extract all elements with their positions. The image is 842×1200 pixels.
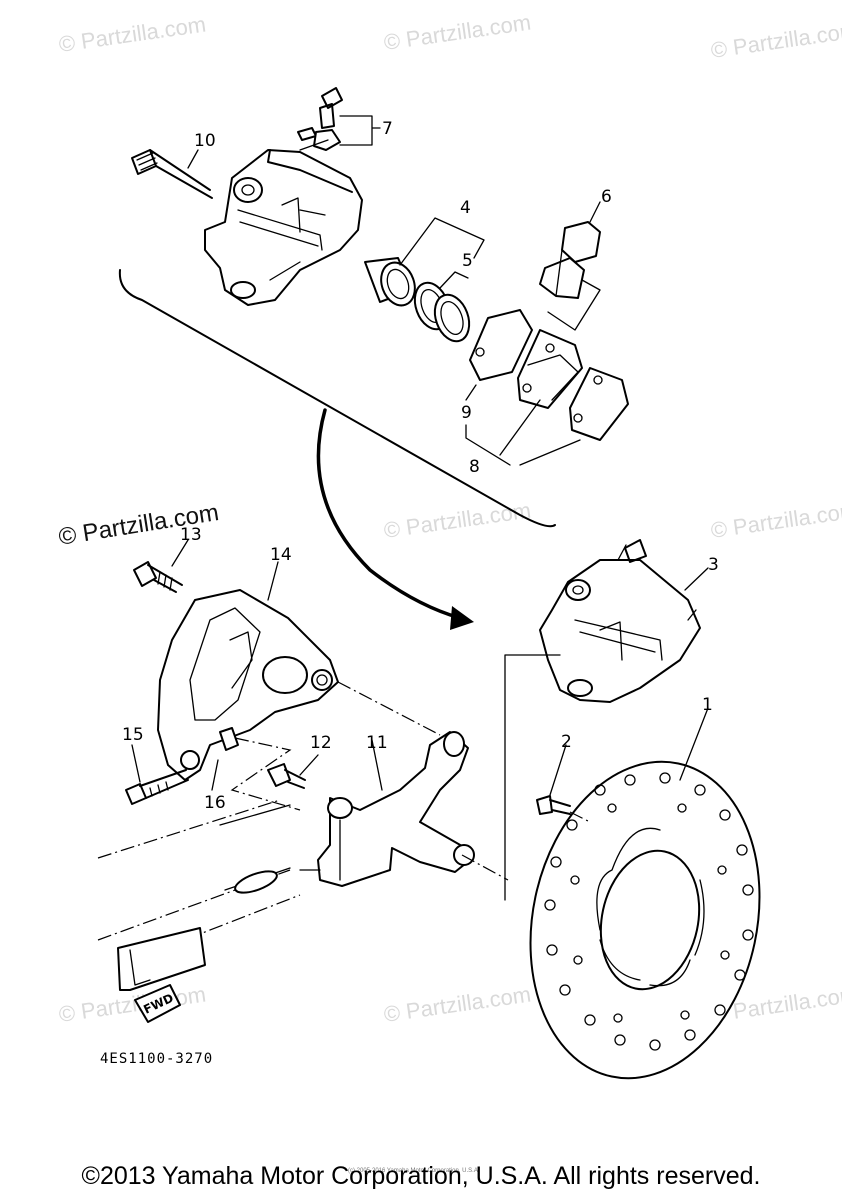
- bolt-15: [125, 769, 189, 805]
- callout-12: 12: [310, 733, 332, 753]
- leader-line: [171, 539, 189, 567]
- leader-line: [679, 707, 709, 781]
- torque-arm-11: [299, 731, 475, 887]
- leader-line: [547, 201, 601, 331]
- watermark-text: © Partzilla.com: [709, 18, 842, 63]
- callout-14: 14: [270, 545, 292, 565]
- leader-line: [131, 744, 141, 783]
- callout-13: 13: [180, 525, 202, 545]
- bleed-screw-7: [297, 87, 343, 151]
- alignment-lines: [230, 654, 591, 901]
- callouts: 1 2 3 4 5 6 7 8 9 10 11 12 13 14 15 16: [122, 119, 719, 813]
- upper-group-frame: [118, 269, 556, 528]
- disc-holes: [544, 772, 754, 1051]
- leader-bracket-8-9: [465, 384, 581, 466]
- leader-line: [371, 739, 383, 791]
- callout-4: 4: [460, 198, 471, 218]
- callout-15: 15: [122, 725, 144, 745]
- copyright-footer: ©2013 Yamaha Motor Corporation, U.S.A. A…: [81, 1162, 761, 1190]
- tiny-notice: (c) 2005-2016 Yamaha Motor Corporation, …: [348, 1168, 480, 1174]
- callout-10: 10: [194, 131, 216, 151]
- callout-5: 5: [462, 251, 473, 271]
- piston-4: [364, 257, 416, 307]
- brake-pads-8-9: [469, 309, 629, 441]
- disc-bolt-2: [536, 795, 571, 815]
- diagram-code: 4ES1100-3270: [100, 1051, 213, 1067]
- leader-line: [187, 149, 199, 169]
- bolt-13: [133, 561, 183, 593]
- bolt-12: [267, 763, 306, 789]
- watermark-text: © Partzilla.com: [382, 498, 532, 543]
- assembly-arrow: [316, 408, 474, 630]
- leader-bracket-4: [399, 217, 485, 266]
- callout-7: 7: [382, 119, 393, 139]
- pad-pin-bolt-10: [131, 149, 213, 199]
- callout-3: 3: [708, 555, 719, 575]
- brake-disc-1: [529, 760, 761, 1080]
- retaining-clip-16: [211, 727, 239, 791]
- callout-2: 2: [561, 732, 572, 752]
- watermark-text: © Partzilla.com: [382, 10, 532, 55]
- piston-seals-5: [413, 281, 471, 343]
- leader-bracket-5: [439, 271, 469, 289]
- caliper-body-exploded: [204, 149, 363, 306]
- callout-8: 8: [469, 457, 480, 477]
- leader-line: [549, 744, 567, 796]
- watermark-text: © Partzilla.com: [57, 12, 207, 57]
- callout-9: 9: [461, 403, 472, 423]
- leader-bracket-7: [339, 115, 381, 146]
- watermark-text: © Partzilla.com: [709, 498, 842, 543]
- leader-line: [267, 561, 279, 601]
- leader-line: [684, 567, 709, 591]
- callout-11: 11: [366, 733, 388, 753]
- watermark-text: © Partzilla.com: [382, 982, 532, 1027]
- callout-6: 6: [601, 187, 612, 207]
- caliper-assembly-3: [539, 539, 701, 703]
- callout-16: 16: [204, 793, 226, 813]
- swingarm-fragment: FWD: [97, 799, 301, 1023]
- pad-support-6: [539, 221, 601, 299]
- leader-line: [299, 754, 319, 776]
- callout-1: 1: [702, 695, 713, 715]
